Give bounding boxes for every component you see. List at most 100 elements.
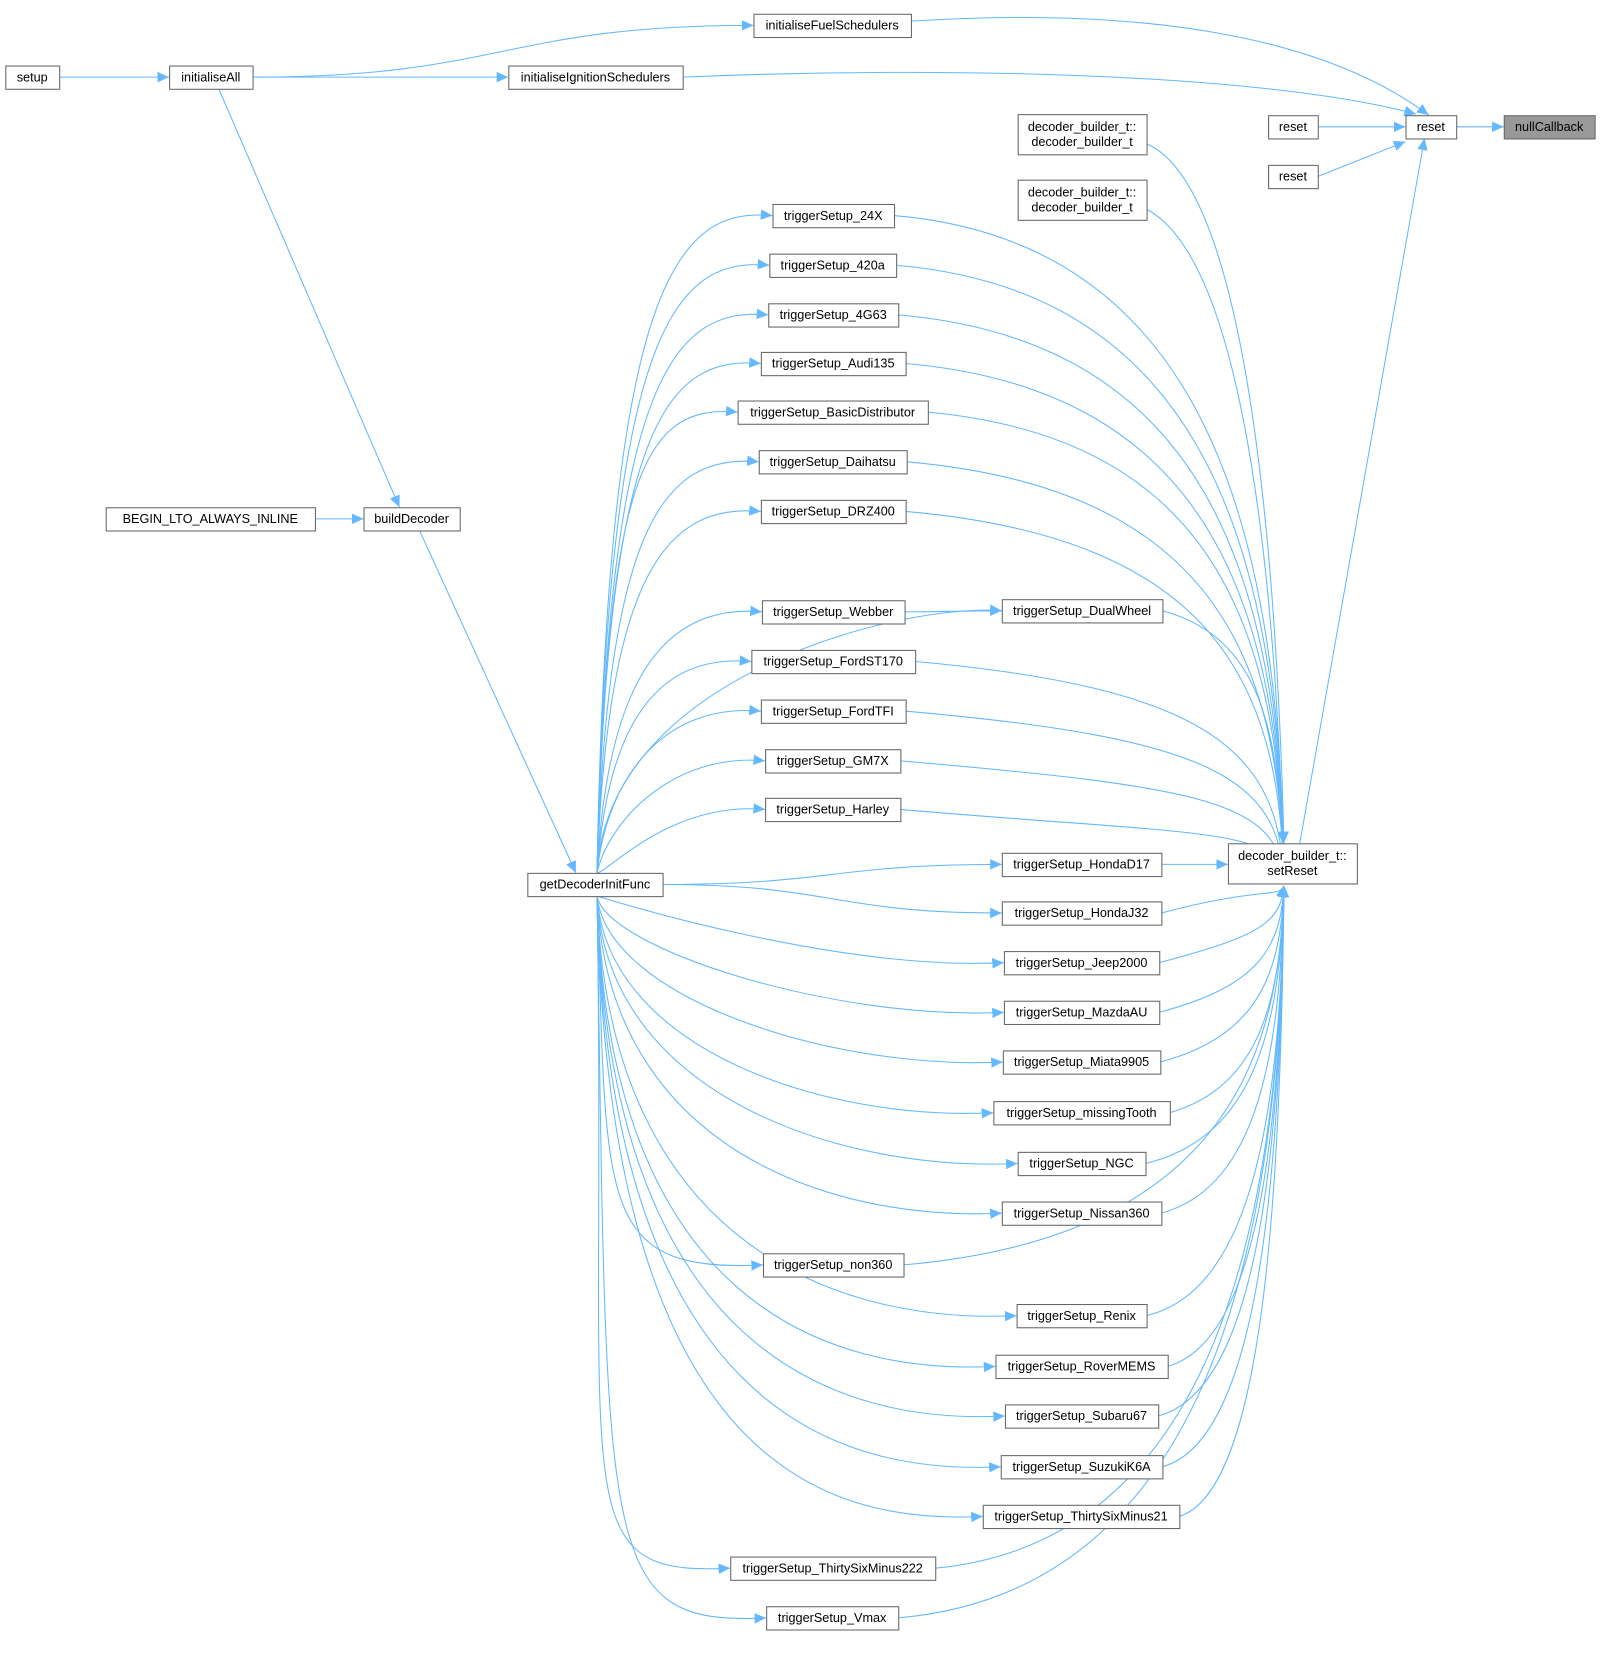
node-trigger-setup-420a[interactable]: triggerSetup_420a xyxy=(769,253,898,278)
node-reset-a[interactable]: reset xyxy=(1268,115,1319,140)
node-trigger-setup-jeep2000[interactable]: triggerSetup_Jeep2000 xyxy=(1003,951,1161,976)
edge-trigger-setup-4-g63-to-set-reset xyxy=(898,314,1290,884)
edge-initialise-ignition-schedulers-to-reset-main xyxy=(682,71,1417,117)
node-trigger-setup-honda-j32[interactable]: triggerSetup_HondaJ32 xyxy=(1001,901,1163,926)
node-box xyxy=(772,203,896,229)
node-trigger-setup-24-x[interactable]: triggerSetup_24X xyxy=(772,203,896,229)
node-initialise-ignition-schedulers[interactable]: initialiseIgnitionSchedulers xyxy=(508,65,684,90)
node-label: triggerSetup_BasicDistributor xyxy=(750,405,916,419)
node-box xyxy=(105,507,316,532)
edge-trigger-setup-drz400-to-set-reset xyxy=(905,510,1289,884)
node-label: triggerSetup_FordST170 xyxy=(763,655,902,669)
node-trigger-setup-nissan360[interactable]: triggerSetup_Nissan360 xyxy=(1001,1201,1163,1226)
node-box xyxy=(1227,843,1358,885)
node-trigger-setup-mazda-au[interactable]: triggerSetup_MazdaAU xyxy=(1003,1000,1161,1026)
node-setup[interactable]: setup xyxy=(5,65,61,90)
node-label: triggerSetup_24X xyxy=(784,209,883,223)
node-trigger-setup-webber[interactable]: triggerSetup_Webber xyxy=(761,600,906,625)
node-label: triggerSetup_420a xyxy=(781,258,886,272)
node-box xyxy=(169,65,254,90)
node-label: triggerSetup_DualWheel xyxy=(1013,604,1151,618)
node-get-decoder-init-func[interactable]: getDecoderInitFunc xyxy=(527,872,664,898)
node-initialise-all[interactable]: initialiseAll xyxy=(169,65,254,90)
node-box xyxy=(765,797,902,823)
node-label: triggerSetup_Renix xyxy=(1027,1309,1136,1323)
node-trigger-setup-renix[interactable]: triggerSetup_Renix xyxy=(1016,1303,1148,1329)
edge-get-decoder-init-func-to-trigger-setup-thirty-six-minus21 xyxy=(596,896,983,1523)
node-ctor2[interactable]: decoder_builder_t::decoder_builder_t xyxy=(1017,179,1148,221)
node-label: triggerSetup_NGC xyxy=(1029,1157,1133,1171)
node-reset-main[interactable]: reset xyxy=(1405,115,1458,140)
node-trigger-setup-rover-mems[interactable]: triggerSetup_RoverMEMS xyxy=(995,1354,1169,1380)
node-trigger-setup-thirty-six-minus21[interactable]: triggerSetup_ThirtySixMinus21 xyxy=(982,1504,1181,1530)
edge-ctor2-to-set-reset xyxy=(1146,208,1288,844)
node-box xyxy=(5,65,61,90)
node-trigger-setup-basic-distributor[interactable]: triggerSetup_BasicDistributor xyxy=(737,400,929,425)
node-trigger-setup-miata9905[interactable]: triggerSetup_Miata9905 xyxy=(1002,1050,1162,1075)
node-box xyxy=(993,1101,1171,1126)
edge-get-decoder-init-func-to-trigger-setup-audi135 xyxy=(596,357,761,873)
edge-trigger-setup-missing-tooth-to-set-reset xyxy=(1169,885,1289,1114)
node-trigger-setup-subaru67[interactable]: triggerSetup_Subaru67 xyxy=(1004,1404,1160,1429)
node-box xyxy=(1001,1201,1163,1226)
node-trigger-setup-gm7-x[interactable]: triggerSetup_GM7X xyxy=(765,749,902,774)
edge-get-decoder-init-func-to-trigger-setup-24-x xyxy=(596,209,773,873)
node-begin-lto-always-inline[interactable]: BEGIN_LTO_ALWAYS_INLINE xyxy=(105,507,316,532)
node-trigger-setup-ngc[interactable]: triggerSetup_NGC xyxy=(1017,1151,1147,1177)
node-trigger-setup-dual-wheel[interactable]: triggerSetup_DualWheel xyxy=(1001,599,1164,624)
node-box xyxy=(751,649,917,675)
node-box xyxy=(766,1606,900,1631)
node-null-callback[interactable]: nullCallback xyxy=(1503,115,1596,140)
edge-trigger-setup-jeep2000-to-set-reset xyxy=(1159,885,1289,964)
node-box xyxy=(769,253,898,278)
edge-get-decoder-init-func-to-trigger-setup-nissan360 xyxy=(596,896,1002,1219)
edge-get-decoder-init-func-to-trigger-setup-jeep2000 xyxy=(596,895,1004,969)
node-trigger-setup-ford-tfi[interactable]: triggerSetup_FordTFI xyxy=(760,699,907,724)
node-label: triggerSetup_Audi135 xyxy=(772,357,895,371)
node-ctor1[interactable]: decoder_builder_t::decoder_builder_t xyxy=(1017,114,1148,156)
node-label: triggerSetup_Miata9905 xyxy=(1014,1055,1149,1069)
edge-get-decoder-init-func-to-trigger-setup-ford-st170 xyxy=(596,655,752,873)
node-box xyxy=(1268,115,1319,140)
node-trigger-setup-audi135[interactable]: triggerSetup_Audi135 xyxy=(760,351,907,377)
node-box xyxy=(363,507,461,532)
node-box xyxy=(1268,164,1319,190)
node-label: triggerSetup_4G63 xyxy=(780,308,887,322)
edge-trigger-setup-renix-to-set-reset xyxy=(1146,885,1289,1317)
node-label: buildDecoder xyxy=(374,512,449,526)
edge-set-reset-to-reset-main xyxy=(1299,138,1428,844)
node-label: decoder_builder_t xyxy=(1031,200,1133,214)
edge-initialise-all-to-build-decoder xyxy=(218,88,400,508)
node-label: triggerSetup_MazdaAU xyxy=(1016,1006,1148,1020)
node-trigger-setup-missing-tooth[interactable]: triggerSetup_missingTooth xyxy=(993,1101,1171,1126)
node-label: reset xyxy=(1417,120,1446,134)
node-trigger-setup-drz400[interactable]: triggerSetup_DRZ400 xyxy=(760,499,907,525)
node-trigger-setup-harley[interactable]: triggerSetup_Harley xyxy=(765,797,902,823)
node-trigger-setup-non360[interactable]: triggerSetup_non360 xyxy=(762,1253,905,1278)
node-reset-b[interactable]: reset xyxy=(1268,164,1319,190)
node-trigger-setup-daihatsu[interactable]: triggerSetup_Daihatsu xyxy=(758,450,908,475)
node-box xyxy=(995,1354,1169,1380)
edge-get-decoder-init-func-to-trigger-setup-webber xyxy=(596,605,762,873)
edge-trigger-setup-24-x-to-set-reset xyxy=(893,215,1290,884)
edge-build-decoder-to-get-decoder-init-func xyxy=(419,530,577,874)
edge-trigger-setup-miata9905-to-set-reset xyxy=(1160,885,1289,1063)
node-trigger-setup-suzuki-k6-a[interactable]: triggerSetup_SuzukiK6A xyxy=(1000,1455,1164,1480)
node-label: initialiseAll xyxy=(181,70,240,84)
edge-trigger-setup-ford-st170-to-set-reset xyxy=(915,660,1289,884)
node-trigger-setup-vmax[interactable]: triggerSetup_Vmax xyxy=(766,1606,900,1631)
edge-get-decoder-init-func-to-trigger-setup-miata9905 xyxy=(596,896,1003,1068)
node-trigger-setup-thirty-six-minus222[interactable]: triggerSetup_ThirtySixMinus222 xyxy=(730,1556,937,1581)
node-trigger-setup-ford-st170[interactable]: triggerSetup_FordST170 xyxy=(751,649,917,675)
edge-trigger-setup-ford-tfi-to-set-reset xyxy=(905,710,1289,884)
edge-get-decoder-init-func-to-trigger-setup-suzuki-k6-a xyxy=(596,896,1001,1473)
node-initialise-fuel-schedulers[interactable]: initialiseFuelSchedulers xyxy=(753,13,912,39)
node-box xyxy=(760,699,907,724)
node-trigger-setup-honda-d17[interactable]: triggerSetup_HondaD17 xyxy=(1001,852,1163,878)
node-build-decoder[interactable]: buildDecoder xyxy=(363,507,461,532)
node-set-reset[interactable]: decoder_builder_t::setReset xyxy=(1227,843,1358,885)
node-trigger-setup-4-g63[interactable]: triggerSetup_4G63 xyxy=(768,303,900,328)
edge-trigger-setup-dual-wheel-to-set-reset xyxy=(1162,610,1289,884)
edge-get-decoder-init-func-to-trigger-setup-drz400 xyxy=(596,505,761,873)
node-label: reset xyxy=(1279,120,1308,134)
